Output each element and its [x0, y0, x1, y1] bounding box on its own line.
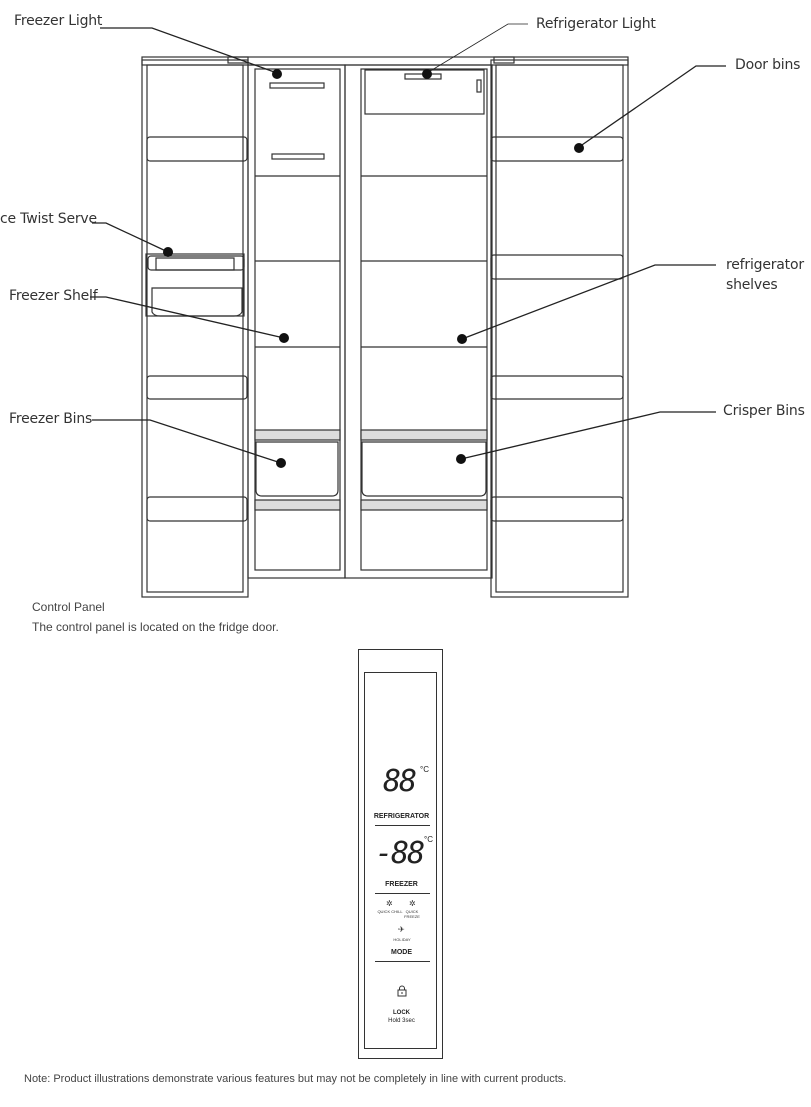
ice-twist-serve-box — [145, 253, 245, 317]
panel-divider — [375, 893, 430, 894]
mode-button[interactable]: MODE — [391, 949, 412, 956]
refrigerator-door-bin — [490, 136, 624, 162]
callout-dot — [279, 333, 289, 343]
control-panel: 88 °C REFRIGERATOR -88 °C FREEZER ✲ QUIC… — [358, 649, 443, 1059]
leader-freezer-bins — [92, 419, 282, 464]
refrigerator-cabinet — [344, 64, 493, 579]
refrigerator-temp-unit: °C — [420, 765, 429, 774]
control-panel-description: The control panel is located on the frid… — [32, 620, 279, 634]
freezer-door-bin — [146, 375, 248, 400]
crisper-bin — [361, 441, 487, 497]
control-panel-face: 88 °C REFRIGERATOR -88 °C FREEZER ✲ QUIC… — [364, 672, 437, 1049]
freezer-bin-rail — [254, 429, 341, 441]
refrigerator-door — [490, 59, 629, 598]
snowflake-icon: ✲ — [409, 899, 416, 908]
callout-dot — [456, 454, 466, 464]
freezer-door — [141, 59, 249, 598]
refrigerator-light-switch — [476, 79, 482, 93]
refrigerator-door-inner — [495, 64, 624, 593]
freezer-label: FREEZER — [385, 881, 418, 888]
label-refrigerator-shelves: refrigerator shelves — [726, 257, 804, 293]
freezer-bin — [255, 441, 339, 497]
padlock-icon — [397, 985, 407, 997]
label-freezer-light: Freezer Light — [14, 13, 103, 29]
freezer-door-inner — [146, 64, 244, 593]
leader-freezer-shelf — [90, 296, 285, 339]
leader-door-bins — [578, 65, 726, 148]
lock-button[interactable]: LOCK — [393, 1010, 410, 1016]
leader-crisper-bins — [460, 411, 716, 460]
freezer-cabinet-inner — [254, 68, 341, 571]
freezer-bin-rail — [254, 499, 341, 511]
freezer-door-bin — [146, 496, 248, 522]
refrigerator-door-bin — [490, 254, 624, 280]
label-door-bins: Door bins — [735, 57, 801, 73]
control-panel-heading: Control Panel — [32, 600, 105, 614]
leader-refrigerator-light — [426, 23, 528, 74]
fridge-top — [141, 56, 629, 66]
freezer-temp-display: -88 — [375, 836, 425, 871]
label-refrigerator-light: Refrigerator Light — [536, 16, 656, 32]
label-crisper-bins: Crisper Bins — [723, 403, 805, 419]
ice-tray-inner — [155, 257, 235, 271]
crisper-rail — [360, 429, 488, 441]
label-ice-twist-serve: ce Twist Serve — [0, 211, 97, 227]
panel-divider — [375, 961, 430, 962]
crisper-rail — [360, 499, 488, 511]
ice-bucket — [151, 287, 243, 317]
freezer-temp-unit: °C — [424, 835, 433, 844]
lock-hint: Hold 3sec — [388, 1018, 415, 1024]
refrigerator-label: REFRIGERATOR — [373, 813, 430, 820]
leader-refrigerator-shelves — [461, 264, 716, 340]
freezer-door-bin — [146, 136, 248, 162]
refrigerator-temp-display: 88 — [383, 764, 417, 799]
refrigerator-door-bin — [490, 375, 624, 400]
refrigerator-door-bin — [490, 496, 624, 522]
disclaimer-note: Note: Product illustrations demonstrate … — [24, 1073, 567, 1085]
quick-chill-button[interactable]: QUICK CHILL — [377, 909, 403, 914]
freezer-light-bar — [269, 82, 325, 89]
callout-dot — [276, 458, 286, 468]
label-freezer-shelf: Freezer Shelf — [9, 288, 98, 304]
callout-dot — [574, 143, 584, 153]
panel-divider — [375, 825, 430, 826]
airplane-icon: ✈ — [398, 925, 405, 934]
callout-dot — [422, 69, 432, 79]
fridge-diagram — [90, 23, 726, 598]
leader-ice-twist-serve — [92, 222, 169, 253]
holiday-button[interactable]: HOLIDAY — [393, 937, 411, 942]
quick-freeze-button[interactable]: QUICK FREEZE — [404, 909, 420, 919]
callout-dot — [163, 247, 173, 257]
refrigerator-cabinet-inner — [360, 68, 488, 571]
label-freezer-bins: Freezer Bins — [9, 411, 93, 427]
snowflake-icon: ✲ — [386, 899, 393, 908]
freezer-vent — [271, 153, 325, 160]
callout-dot — [457, 334, 467, 344]
leader-freezer-light — [100, 27, 278, 74]
callout-dot — [272, 69, 282, 79]
